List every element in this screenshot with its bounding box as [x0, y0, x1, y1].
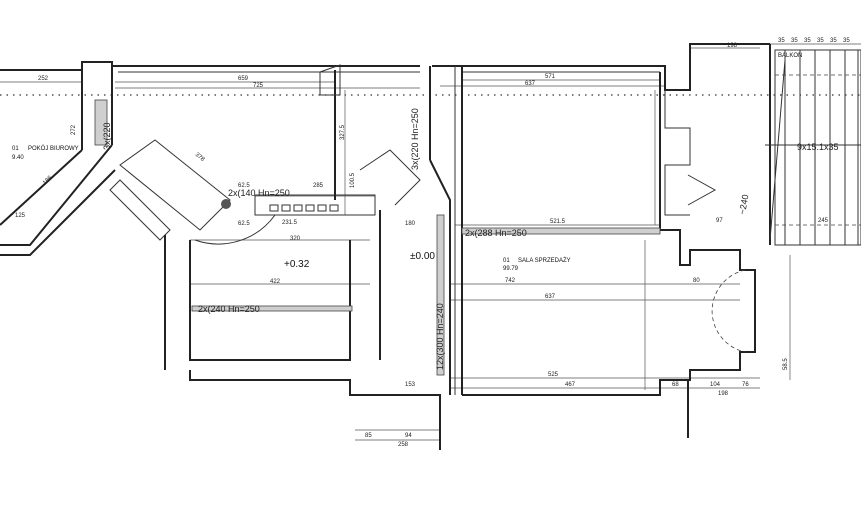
room-name: SALA SPRZEDAŻY: [518, 257, 571, 264]
svg-text:571: 571: [545, 74, 556, 80]
svg-text:80: 80: [693, 278, 700, 284]
svg-text:521.5: 521.5: [550, 219, 566, 225]
svg-text:525: 525: [548, 372, 559, 378]
svg-text:327.5: 327.5: [340, 124, 346, 140]
staircase: [765, 49, 861, 246]
svg-text:285: 285: [313, 183, 324, 189]
door-swing: [711, 269, 746, 353]
door-swing: [194, 214, 276, 245]
svg-text:104: 104: [710, 382, 721, 388]
svg-text:58.5: 58.5: [783, 358, 789, 370]
svg-text:422: 422: [270, 279, 281, 285]
svg-text:245: 245: [818, 218, 829, 224]
svg-text:35: 35: [830, 38, 837, 44]
svg-text:153: 153: [405, 382, 416, 388]
door-label: 2x(140 Hn=250: [228, 188, 290, 198]
svg-text:100.5: 100.5: [350, 172, 356, 188]
svg-text:725: 725: [253, 83, 264, 89]
svg-text:186: 186: [42, 175, 54, 187]
dimension-texts: 252 659 725 571 637 521.5 742 637 525 46…: [15, 38, 850, 448]
door-swing: [687, 174, 717, 206]
svg-text:85: 85: [365, 433, 372, 439]
svg-text:180: 180: [405, 221, 416, 227]
balcony-label: BALKON: [778, 53, 802, 59]
door-label: 2x(288 Hn=250: [465, 228, 527, 238]
stairs-label: 9x15.1x35: [797, 142, 839, 152]
column: [221, 199, 231, 209]
svg-text:62.5: 62.5: [238, 183, 250, 189]
svg-text:35: 35: [817, 38, 824, 44]
svg-text:35: 35: [804, 38, 811, 44]
lintel: [436, 214, 445, 376]
svg-text:231.5: 231.5: [282, 220, 298, 226]
svg-text:62.5: 62.5: [238, 221, 250, 227]
svg-text:378: 378: [194, 152, 206, 163]
room-area: 99.79: [503, 266, 519, 272]
svg-text:97: 97: [716, 218, 723, 224]
room-number: 01: [12, 146, 19, 152]
vents: [269, 204, 339, 212]
svg-text:125: 125: [15, 213, 26, 219]
room-name: POKÓJ BIUROWY: [28, 145, 79, 152]
room-area: 9.40: [12, 155, 24, 161]
svg-text:659: 659: [238, 76, 249, 82]
door-label: 12x(300 Hn=240: [435, 303, 445, 370]
svg-text:320: 320: [290, 236, 301, 242]
svg-text:198: 198: [727, 43, 738, 49]
lintel: [461, 227, 661, 235]
svg-text:76: 76: [742, 382, 749, 388]
stairs-width: ~240: [737, 194, 750, 216]
svg-text:94: 94: [405, 433, 412, 439]
door-label: 3x(220 Hn=250: [410, 108, 420, 170]
svg-text:35: 35: [791, 38, 798, 44]
svg-text:35: 35: [843, 38, 850, 44]
level-raised: +0.32: [284, 259, 310, 270]
lintel: [94, 99, 108, 146]
svg-text:68: 68: [672, 382, 679, 388]
svg-text:198: 198: [718, 391, 729, 397]
door-label: 2x(240 Hn=250: [198, 304, 260, 314]
svg-text:272: 272: [71, 124, 77, 135]
svg-text:35: 35: [778, 38, 785, 44]
door-label: 3x(220: [102, 122, 112, 150]
svg-text:742: 742: [505, 278, 516, 284]
svg-text:637: 637: [525, 81, 536, 87]
svg-text:467: 467: [565, 382, 576, 388]
svg-text:637: 637: [545, 294, 556, 300]
lintel: [191, 305, 353, 312]
level-ground: ±0.00: [410, 251, 435, 262]
room-number: 01: [503, 258, 510, 264]
walls: [0, 43, 771, 450]
svg-text:252: 252: [38, 76, 49, 82]
svg-text:258: 258: [398, 442, 409, 448]
